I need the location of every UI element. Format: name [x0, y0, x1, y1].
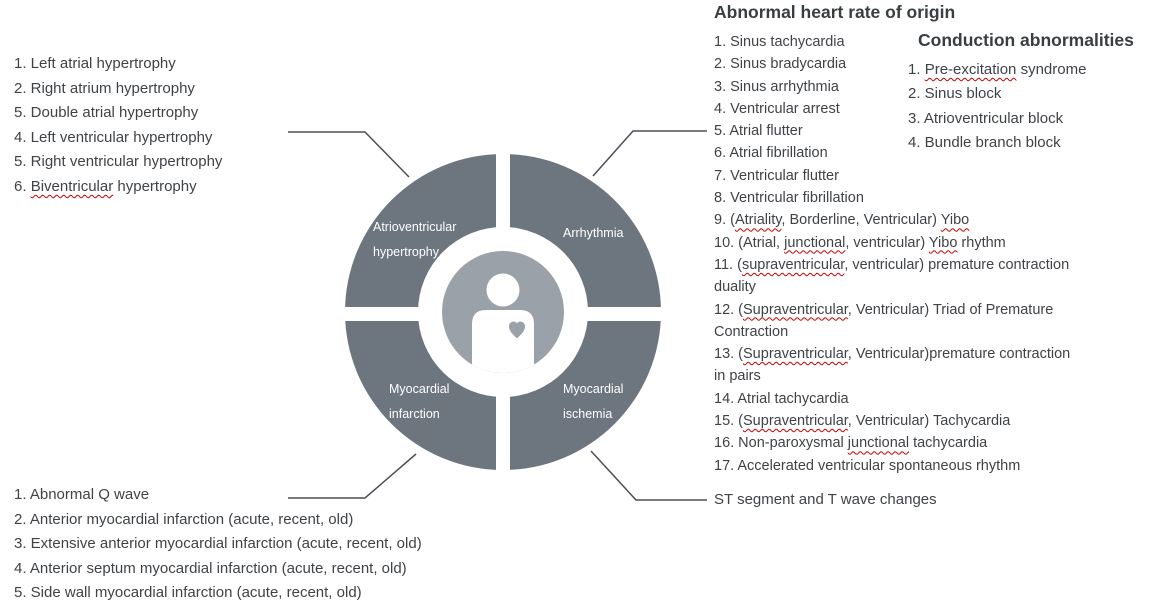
conduction-block: Conduction abnormalities 1. Pre-excitati…	[908, 30, 1134, 155]
connector-top-left	[288, 131, 410, 178]
person-heart-icon	[472, 273, 534, 373]
list-item: 13. (Supraventricular, Ventricular)prema…	[714, 346, 1071, 385]
misspelled-word: junctional	[847, 435, 910, 452]
heart-icon	[509, 321, 525, 339]
list-item: 5. Double atrial hypertrophy	[14, 104, 199, 122]
connector-bottom-right	[590, 450, 707, 501]
list-item: 5. Right ventricular hypertrophy	[14, 153, 223, 171]
list-item: 4. Anterior septum myocardial infarction…	[14, 559, 407, 577]
list-item: 17. Accelerated ventricular spontaneous …	[714, 457, 1021, 474]
list-item: 5. Side wall myocardial infarction (acut…	[14, 584, 362, 601]
conduction-list: 1. Pre-excitation syndrome 2. Sinus block…	[908, 58, 1134, 155]
list-item: 11. (supraventricular, ventricular) prem…	[714, 256, 1070, 296]
list-item: 1. Pre-excitation syndrome	[908, 61, 1087, 78]
quadrant-wheel	[339, 148, 667, 476]
hypertrophy-list: 1. Left atrial hypertrophy 2. Right atriu…	[14, 52, 354, 200]
list-item: 2. Right atrium hypertrophy	[14, 79, 195, 97]
st-segment-note: ST segment and T wave changes	[714, 491, 937, 508]
list-item: 14. Atrial tachycardia	[714, 390, 849, 407]
misspelled-word: Yibo	[928, 234, 958, 251]
list-item: 8. Ventricular fibrillation	[714, 190, 864, 207]
person-head	[486, 273, 520, 307]
list-item: 1. Left atrial hypertrophy	[14, 55, 176, 72]
misspelled-word: supraventricular	[741, 256, 845, 273]
list-item: 2. Sinus bradycardia	[714, 56, 847, 73]
list-item: 3. Extensive anterior myocardial infarct…	[14, 535, 422, 553]
list-item: 5. Atrial flutter	[714, 123, 803, 140]
connector-bottom-left	[288, 453, 417, 499]
list-item: 10. (Atrial, junctional, ventricular) Yi…	[714, 234, 1006, 251]
misspelled-word: Supraventricular	[743, 413, 848, 430]
list-item: 6. Atrial fibrillation	[714, 145, 828, 162]
arrhythmia-list: 1. Sinus tachycardia 2. Sinus bradycardia…	[714, 31, 1076, 477]
list-item: 16. Non-paroxysmal junctional tachycardi…	[714, 435, 988, 452]
heading-abnormal-heart-rate-of-origin: Abnormal heart rate of origin	[714, 2, 956, 22]
misspelled-word: junctional	[784, 234, 846, 251]
infarction-list: 1. Abnormal Q wave 2. Anterior myocardial…	[14, 483, 574, 601]
list-item: 12. (Supraventricular, Ventricular) Tria…	[714, 301, 1054, 340]
list-item: 6. Biventricular hypertrophy	[14, 177, 197, 195]
misspelled-word: Supraventricular	[743, 346, 848, 363]
list-item: 2. Anterior myocardial infarction (acute…	[14, 510, 354, 528]
list-item: 15. (Supraventricular, Ventricular) Tach…	[714, 413, 1011, 430]
list-item: 3. Sinus arrhythmia	[714, 78, 839, 95]
connector-top-right	[592, 130, 707, 177]
list-item: 7. Ventricular flutter	[714, 167, 839, 184]
list-item: 3. Atrioventricular block	[908, 109, 1064, 127]
list-item: 4. Left ventricular hypertrophy	[14, 128, 213, 146]
heading-conduction-abnormalities: Conduction abnormalities	[918, 30, 1134, 50]
list-item: 4. Bundle branch block	[908, 133, 1061, 151]
misspelled-word: Pre-excitation	[924, 61, 1017, 78]
list-item: 4. Ventricular arrest	[714, 100, 840, 117]
misspelled-word: Biventricular	[30, 177, 114, 195]
misspelled-word: Supraventricular	[743, 301, 848, 318]
list-item: 2. Sinus block	[908, 85, 1002, 103]
quadrant-label-arrhythmia: Arrhythmia	[563, 226, 624, 240]
misspelled-word: Atriality	[734, 212, 782, 229]
misspelled-word: Yibo	[940, 212, 970, 229]
list-item: 9. (Atriality, Borderline, Ventricular) …	[714, 212, 970, 229]
list-item: 1. Abnormal Q wave	[14, 486, 150, 503]
list-item: 1. Sinus tachycardia	[714, 34, 845, 50]
